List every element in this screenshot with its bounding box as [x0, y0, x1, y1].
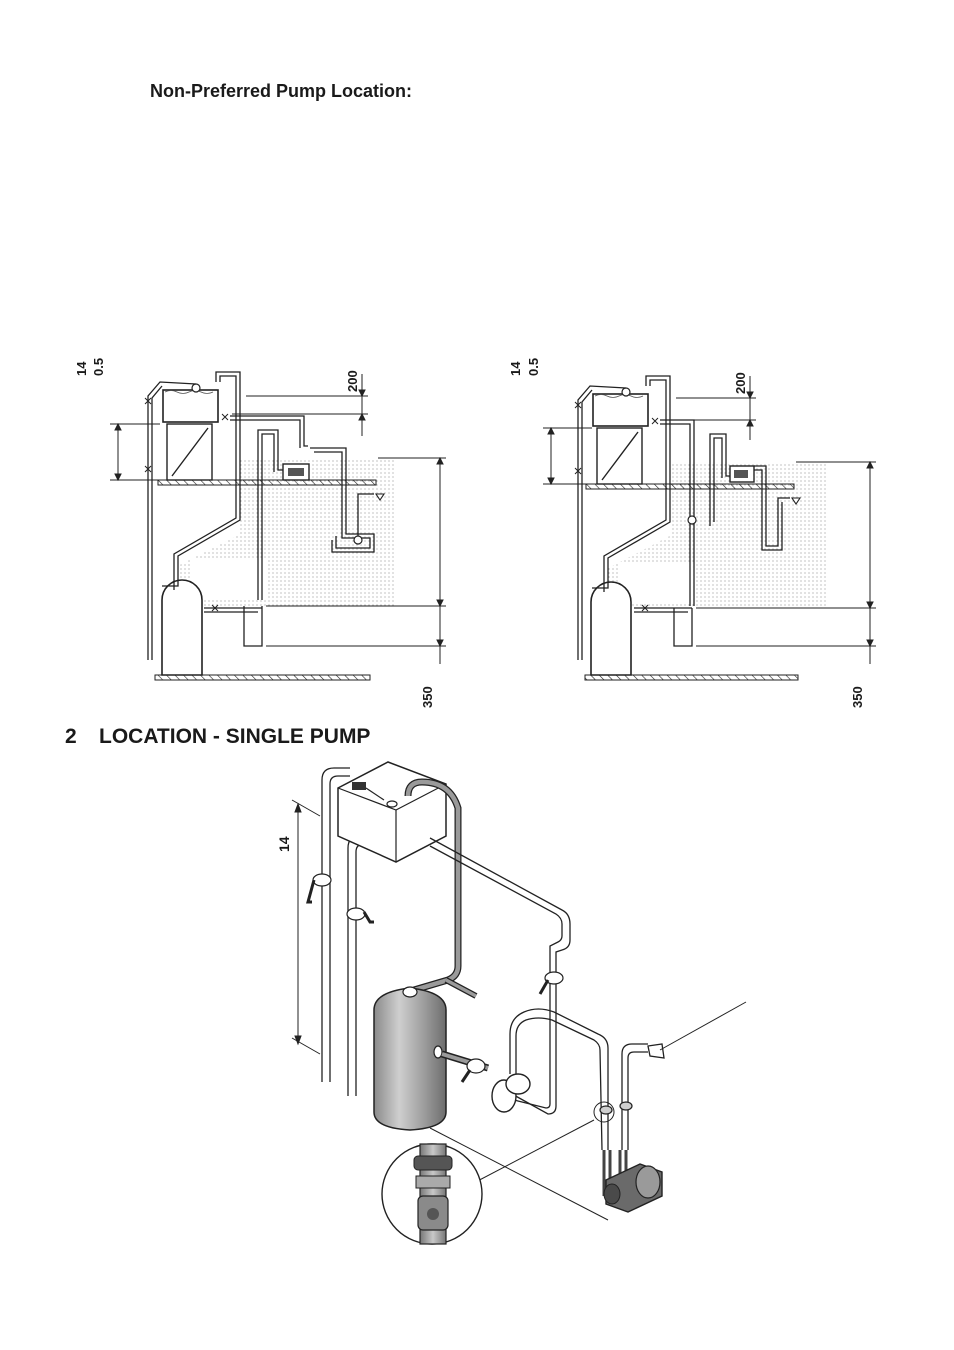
- dim-label-200: 200: [733, 372, 748, 394]
- dim-label-350: 350: [850, 686, 865, 708]
- dim-label-14: 14: [508, 361, 523, 376]
- schematic-diagram-left: 14 0.5 200 350: [74, 358, 446, 708]
- dim-label-05: 0.5: [91, 358, 106, 376]
- page-subtitle: Non-Preferred Pump Location:: [150, 81, 413, 101]
- section-title: LOCATION - SINGLE PUMP: [99, 725, 371, 748]
- dim-label-14: 14: [74, 361, 89, 376]
- valve-detail-icon: [413, 1143, 453, 1245]
- pump-icon: [602, 1150, 663, 1213]
- schematic-diagram-right: 14 0.5 200 350: [508, 358, 876, 708]
- isometric-installation-diagram: 14: [276, 761, 747, 1245]
- section-number: 2: [65, 725, 77, 748]
- dim-label-05: 0.5: [526, 358, 541, 376]
- dim-label-200: 200: [345, 370, 360, 392]
- dim-label-14: 14: [276, 836, 292, 852]
- section-heading: 2 LOCATION - SINGLE PUMP: [65, 725, 370, 749]
- dim-label-350: 350: [420, 686, 435, 708]
